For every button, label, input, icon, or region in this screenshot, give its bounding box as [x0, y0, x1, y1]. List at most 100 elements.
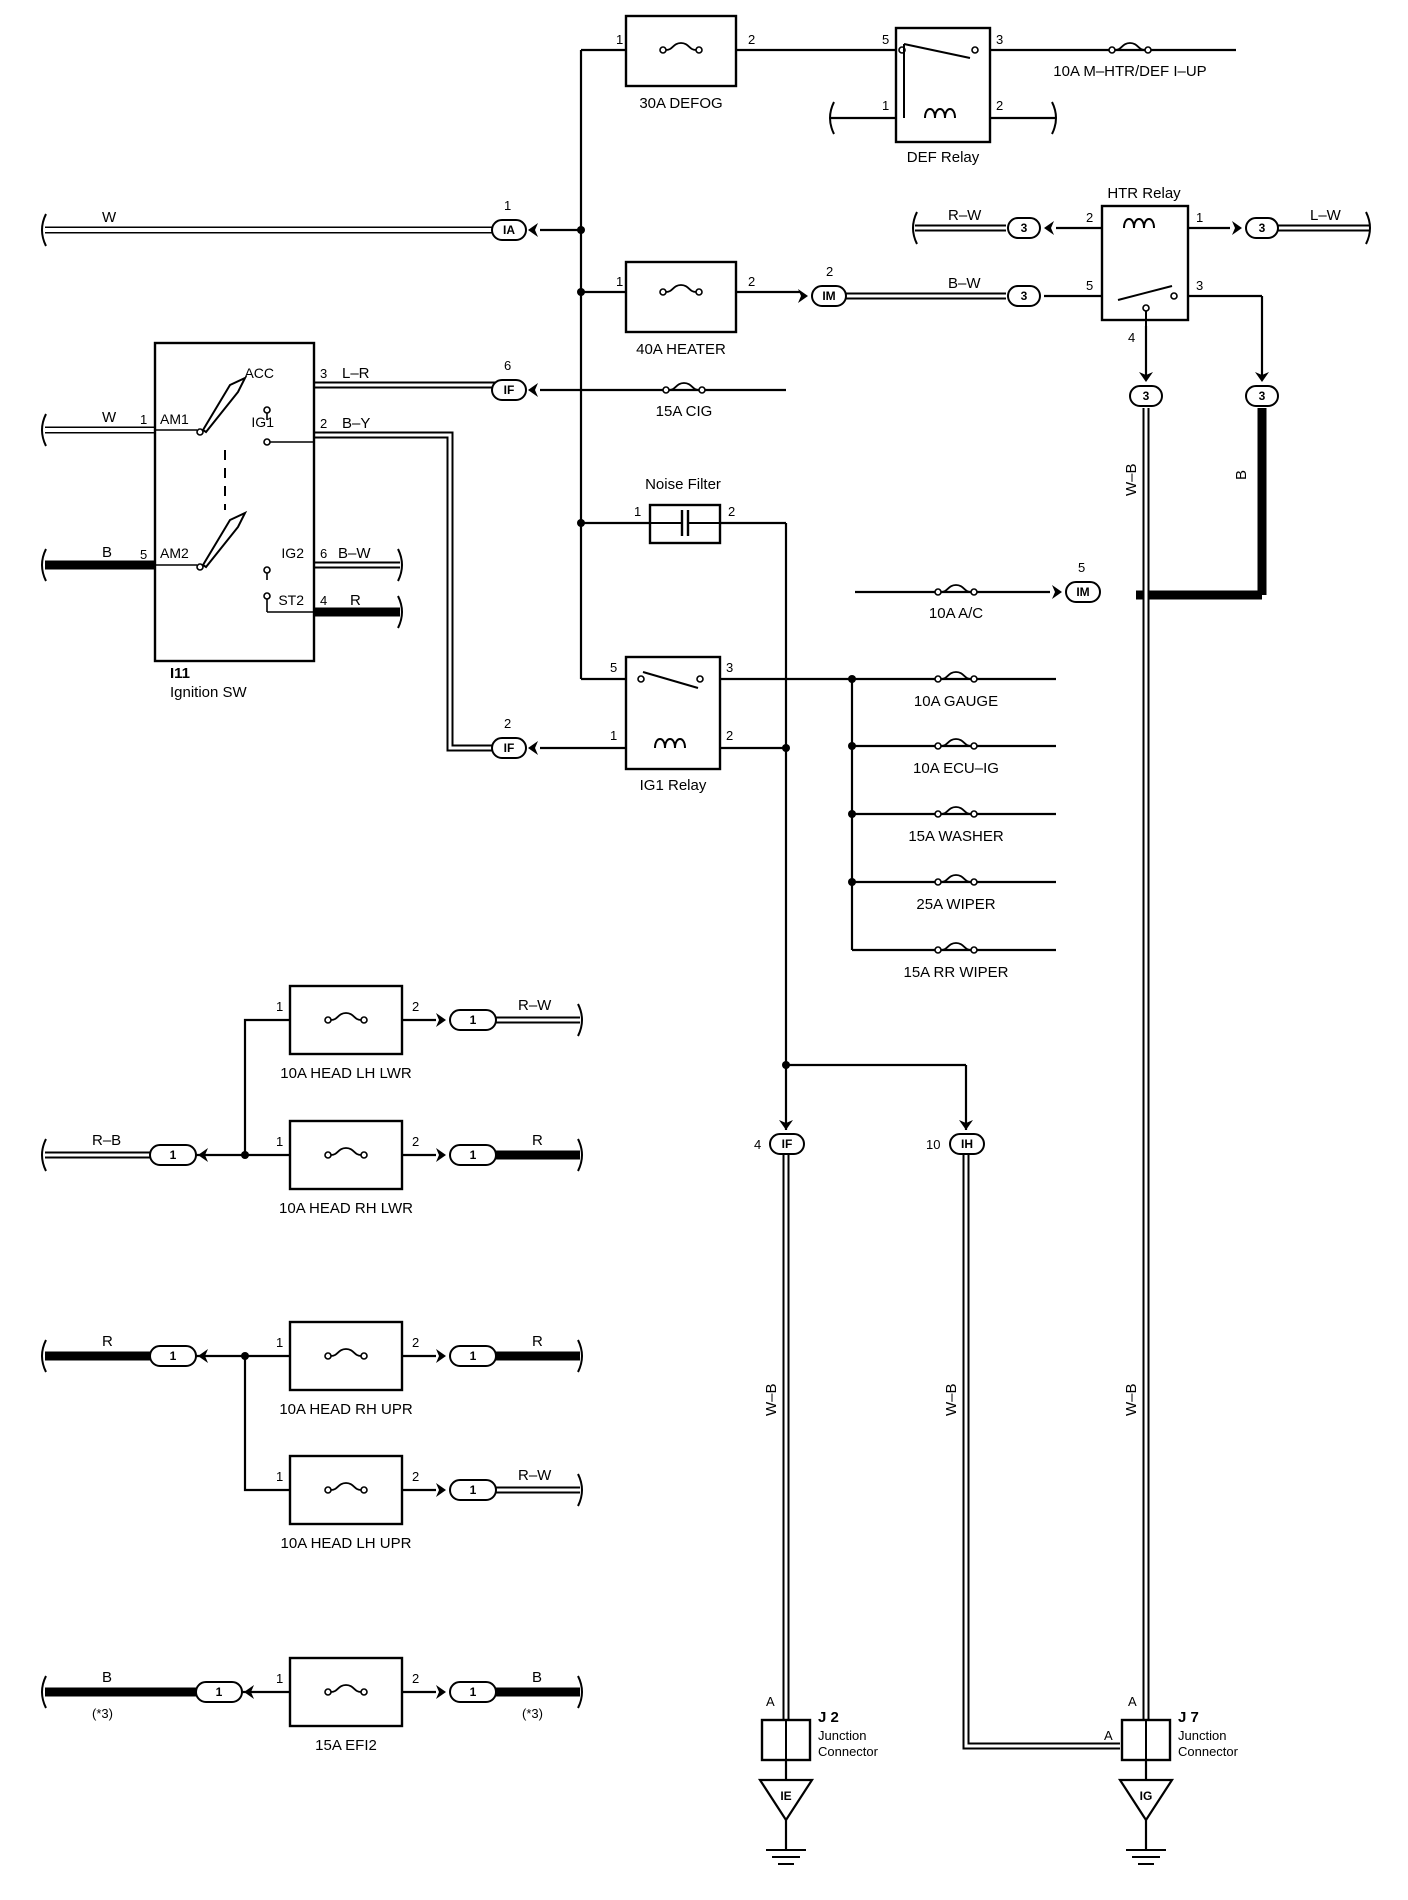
svg-text:IH: IH: [961, 1137, 973, 1151]
svg-text:1: 1: [470, 1685, 477, 1699]
terminal-ig2: IG2: [281, 545, 304, 561]
pin-label: 2: [826, 264, 833, 279]
pin-label: 6: [320, 546, 327, 561]
fuse-m-htr: 10A M–HTR/DEF I–UP: [1053, 42, 1207, 80]
connector-ia: IA 1: [491, 198, 538, 241]
fuse-10a-head-lh-upr: 1 2 10A HEAD LH UPR: [276, 1454, 419, 1552]
terminal-am2: AM2: [160, 545, 189, 561]
junction-connector-j7: A A J 7 Junction Connector: [1104, 1694, 1239, 1762]
relay-label: HTR Relay: [1107, 185, 1181, 202]
wire-color: B: [532, 1669, 542, 1686]
wire-color: B–Y: [342, 415, 370, 432]
junction-line1: Junction: [1178, 1728, 1226, 1743]
svg-text:IM: IM: [822, 289, 835, 303]
connector-im-5: IM 5: [1052, 560, 1101, 603]
fuse-label: 10A M–HTR/DEF I–UP: [1053, 63, 1206, 80]
wires: [45, 48, 1370, 1850]
relay-label: DEF Relay: [907, 149, 980, 166]
htr-relay: 2 1 5 3 4 HTR Relay: [1086, 185, 1203, 345]
terminal-ig1: IG1: [251, 414, 274, 430]
svg-text:1: 1: [470, 1013, 477, 1027]
junction-line1: Junction: [818, 1728, 866, 1743]
wire-color: R–W: [518, 997, 552, 1014]
wire-color: W–B: [1123, 463, 1140, 496]
junction-code: J 7: [1178, 1709, 1199, 1726]
connector-1-lh-upr: 1: [436, 1479, 497, 1501]
svg-text:1: 1: [470, 1483, 477, 1497]
svg-text:IF: IF: [782, 1137, 793, 1151]
svg-text:3: 3: [1143, 389, 1150, 403]
svg-text:IG: IG: [1140, 1789, 1153, 1803]
fuse-40a-heater: 1 2 40A HEATER: [616, 260, 755, 358]
def-relay: 5 3 1 2 DEF Relay: [882, 26, 1003, 166]
connector-ih-10: IH 10: [926, 1120, 985, 1155]
ignition-switch: ACC IG1 AM1 AM2 IG2 ST2 1 5 3 2 6 4 I11 …: [140, 341, 327, 701]
wire-color: R–B: [92, 1132, 121, 1149]
connector-1-lh-lwr: 1: [436, 1009, 497, 1031]
wire-break-marks: [41, 101, 1371, 1709]
svg-text:1: 1: [170, 1148, 177, 1162]
pin-label: A: [1104, 1728, 1113, 1743]
fuse-10a-head-rh-upr: 1 2 10A HEAD RH UPR: [276, 1320, 419, 1418]
fuse-30a-defog: 1 2 30A DEFOG: [616, 14, 755, 112]
connector-1-r-in: 1: [149, 1345, 208, 1367]
wire-labels: W W B L–R B–Y B–W R R–W L–W B–W B W–B W–…: [92, 207, 1342, 1721]
wire-color: R: [532, 1132, 543, 1149]
pin-label: 4: [320, 593, 327, 608]
pin-label: 2: [748, 274, 755, 289]
pin-label: 3: [1196, 278, 1203, 293]
pin-label: A: [766, 1694, 775, 1709]
connector-if-4: IF 4: [754, 1120, 805, 1155]
connector-3-b: 3: [1245, 372, 1279, 407]
connector-1-efi-out: 1: [436, 1681, 497, 1703]
fuse-label: 15A RR WIPER: [903, 964, 1008, 981]
connector-3-lw: 3: [1232, 217, 1279, 239]
junction-dots: [241, 226, 856, 1360]
pin-label: 2: [412, 1134, 419, 1149]
wire-color: R–W: [948, 207, 982, 224]
pin-label: 1: [882, 98, 889, 113]
pin-label: 2: [726, 728, 733, 743]
fuse-10a-a-c: 10A A/C: [929, 584, 983, 622]
pin-label: 1: [1196, 210, 1203, 225]
pin-label: 1: [140, 412, 147, 427]
fuse-10a-gauge: 10A GAUGE: [914, 671, 998, 710]
pin-label: 2: [996, 98, 1003, 113]
fuse-label: 10A HEAD RH LWR: [279, 1200, 413, 1217]
svg-text:3: 3: [1259, 221, 1266, 235]
svg-text:IA: IA: [503, 223, 515, 237]
pin-label: 3: [320, 366, 327, 381]
fuse-label: 10A HEAD LH LWR: [280, 1065, 412, 1082]
svg-text:IE: IE: [780, 1789, 791, 1803]
connector-im-2: IM 2: [798, 264, 847, 307]
ig1-relay: 5 3 1 2 IG1 Relay: [610, 655, 733, 794]
fuse-10a-head-lh-lwr: 1 2 10A HEAD LH LWR: [276, 984, 419, 1082]
pin-label: 4: [754, 1137, 761, 1152]
pin-label: 2: [1086, 210, 1093, 225]
noise-filter: 1 2 Noise Filter: [634, 476, 735, 545]
junction-connector-j2: A J 2 Junction Connector: [760, 1694, 879, 1762]
pin-label: 2: [412, 1671, 419, 1686]
fuse-15a-washer: 15A WASHER: [908, 806, 1004, 845]
pin-label: 5: [882, 32, 889, 47]
pin-label: 6: [504, 358, 511, 373]
fuse-label: 10A HEAD RH UPR: [279, 1401, 413, 1418]
pin-label: 1: [276, 1469, 283, 1484]
fuse-label: 15A CIG: [656, 403, 713, 420]
svg-text:IF: IF: [504, 741, 515, 755]
pin-label: 2: [320, 416, 327, 431]
wire-color: B: [102, 1669, 112, 1686]
connector-if-6: IF 6: [491, 358, 538, 401]
wire-color: B–W: [948, 275, 981, 292]
pin-label: 1: [634, 504, 641, 519]
connector-3-bw: 3: [1007, 285, 1041, 307]
fuse-10a-ecu-ig: 10A ECU–IG: [913, 738, 999, 777]
pin-label: 10: [926, 1137, 940, 1152]
connector-1-rh-lwr: 1: [436, 1144, 497, 1166]
wire-color: W–B: [943, 1383, 960, 1416]
fuse-label: 10A ECU–IG: [913, 760, 999, 777]
pin-label: 3: [726, 660, 733, 675]
wire-color: L–R: [342, 365, 370, 382]
wire-color: W: [102, 409, 117, 426]
pin-label: 5: [1078, 560, 1085, 575]
